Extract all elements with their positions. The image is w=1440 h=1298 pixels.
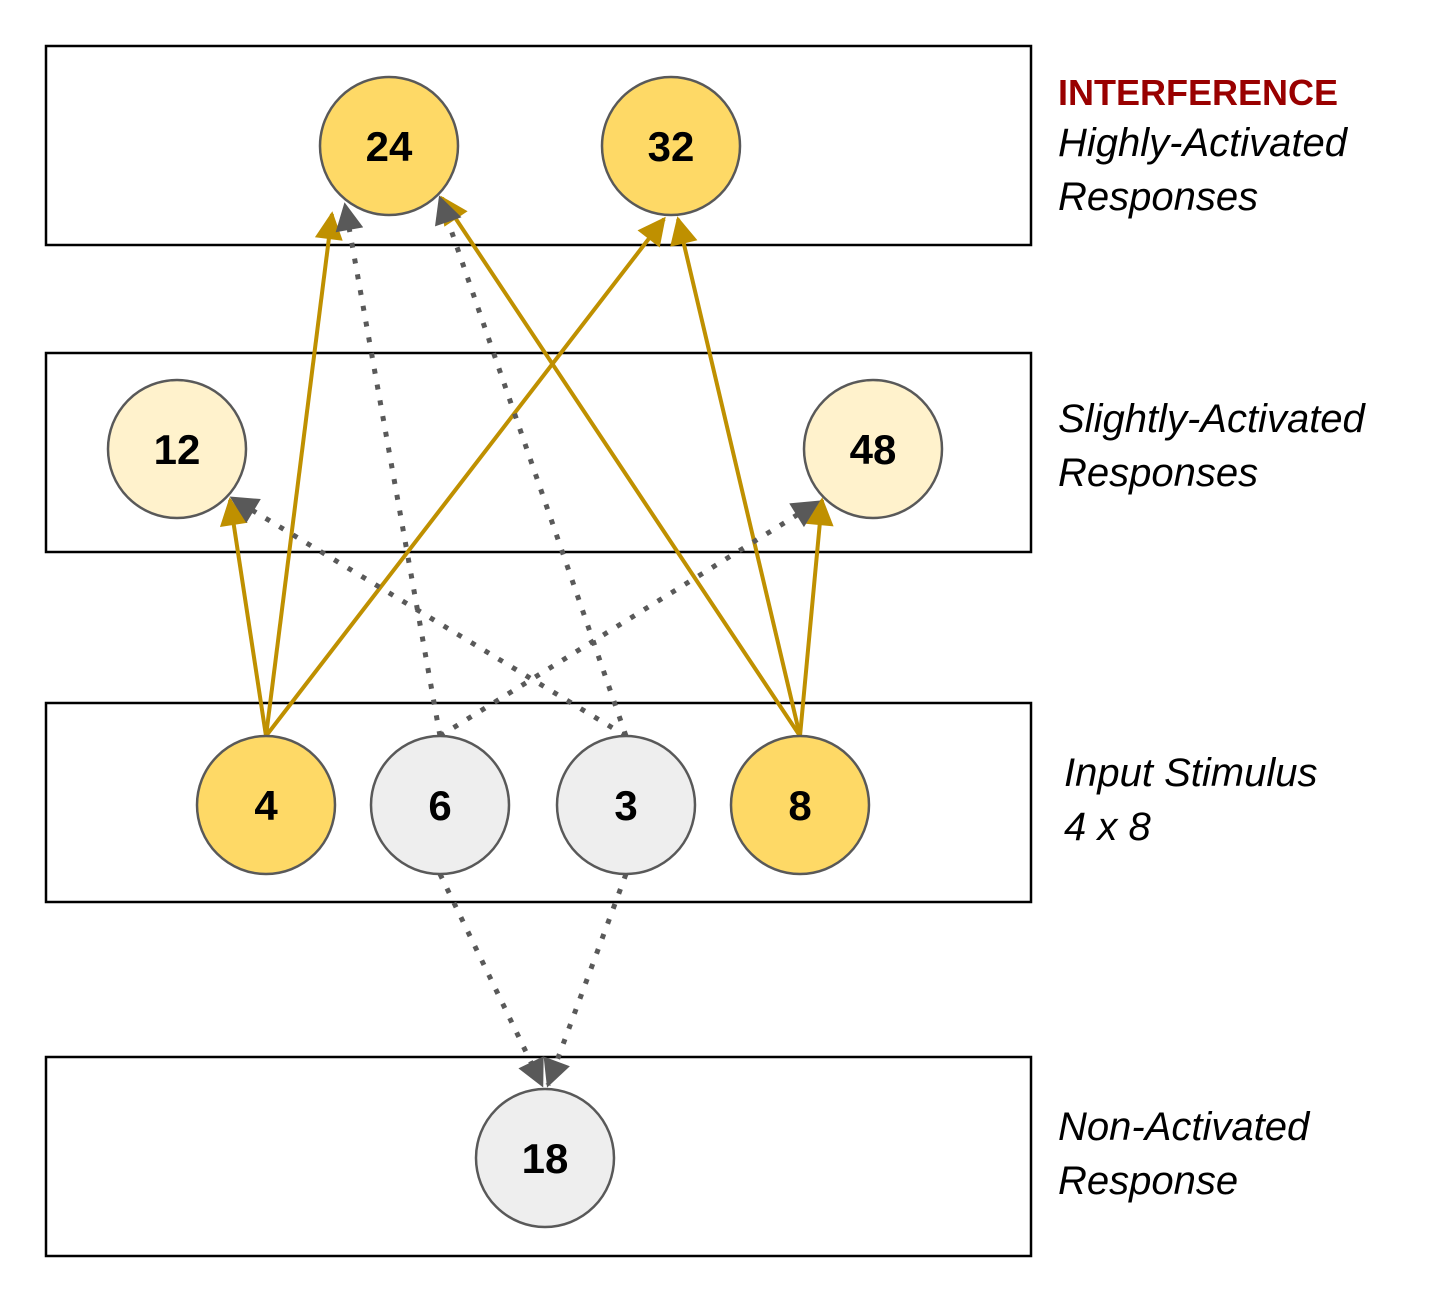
layer-label-line: Responses bbox=[1058, 451, 1259, 495]
node-label: 3 bbox=[614, 782, 637, 829]
node-label: 4 bbox=[254, 782, 278, 829]
node-label: 48 bbox=[850, 426, 897, 473]
layer-label-line: Responses bbox=[1058, 175, 1259, 219]
layer-label-highly: Highly-Activated Responses bbox=[1058, 116, 1347, 224]
layer-label-line: Slightly-Activated bbox=[1058, 397, 1365, 441]
edge-n4-to-n12 bbox=[219, 497, 268, 737]
layer-box-input bbox=[44, 701, 1033, 904]
node-circle bbox=[474, 1087, 616, 1229]
edge-n8-to-n48 bbox=[798, 497, 834, 737]
node-48: 48 bbox=[802, 378, 944, 520]
node-circle bbox=[555, 734, 697, 876]
node-label: 6 bbox=[428, 782, 451, 829]
node-label: 32 bbox=[648, 123, 695, 170]
node-circle bbox=[369, 734, 511, 876]
edge-n6-to-n18 bbox=[437, 872, 545, 1088]
layer-label-input: Input Stimulus 4 x 8 bbox=[1064, 746, 1317, 854]
layer-label-line: Non-Activated bbox=[1058, 1105, 1310, 1149]
edge-n4-to-n24 bbox=[264, 211, 343, 737]
layer-label-slightly: Slightly-Activated Responses bbox=[1058, 392, 1365, 500]
node-4: 4 bbox=[195, 734, 337, 876]
node-circle bbox=[318, 75, 460, 217]
node-12: 12 bbox=[106, 378, 248, 520]
node-label: 18 bbox=[522, 1135, 569, 1182]
node-circle bbox=[729, 734, 871, 876]
node-18: 18 bbox=[474, 1087, 616, 1229]
node-circle bbox=[600, 75, 742, 217]
layer-label-line: Highly-Activated bbox=[1058, 121, 1348, 165]
layer-box-highly bbox=[44, 44, 1033, 247]
edge-n8-to-n24 bbox=[440, 195, 802, 738]
diagram-title: INTERFERENCE bbox=[1058, 72, 1339, 113]
edge-n6-to-n48 bbox=[438, 499, 821, 739]
layer-label-line: 4 x 8 bbox=[1064, 805, 1151, 849]
node-circle bbox=[195, 734, 337, 876]
node-circle bbox=[802, 378, 944, 520]
node-24: 24 bbox=[318, 75, 460, 217]
edge-n4-to-n32 bbox=[264, 216, 666, 738]
layer-label-line: Input Stimulus bbox=[1064, 751, 1318, 795]
node-6: 6 bbox=[369, 734, 511, 876]
layer-label-non: Non-Activated Response bbox=[1058, 1100, 1309, 1208]
node-label: 8 bbox=[788, 782, 811, 829]
layer-label-line: Response bbox=[1058, 1159, 1239, 1203]
edge-n6-to-n24 bbox=[335, 202, 443, 737]
edge-n8-to-n32 bbox=[670, 216, 802, 737]
edge-n3-to-n18 bbox=[543, 873, 629, 1088]
node-label: 24 bbox=[366, 123, 413, 170]
node-circle bbox=[106, 378, 248, 520]
node-3: 3 bbox=[555, 734, 697, 876]
node-8: 8 bbox=[729, 734, 871, 876]
node-label: 12 bbox=[154, 426, 201, 473]
node-32: 32 bbox=[600, 75, 742, 217]
